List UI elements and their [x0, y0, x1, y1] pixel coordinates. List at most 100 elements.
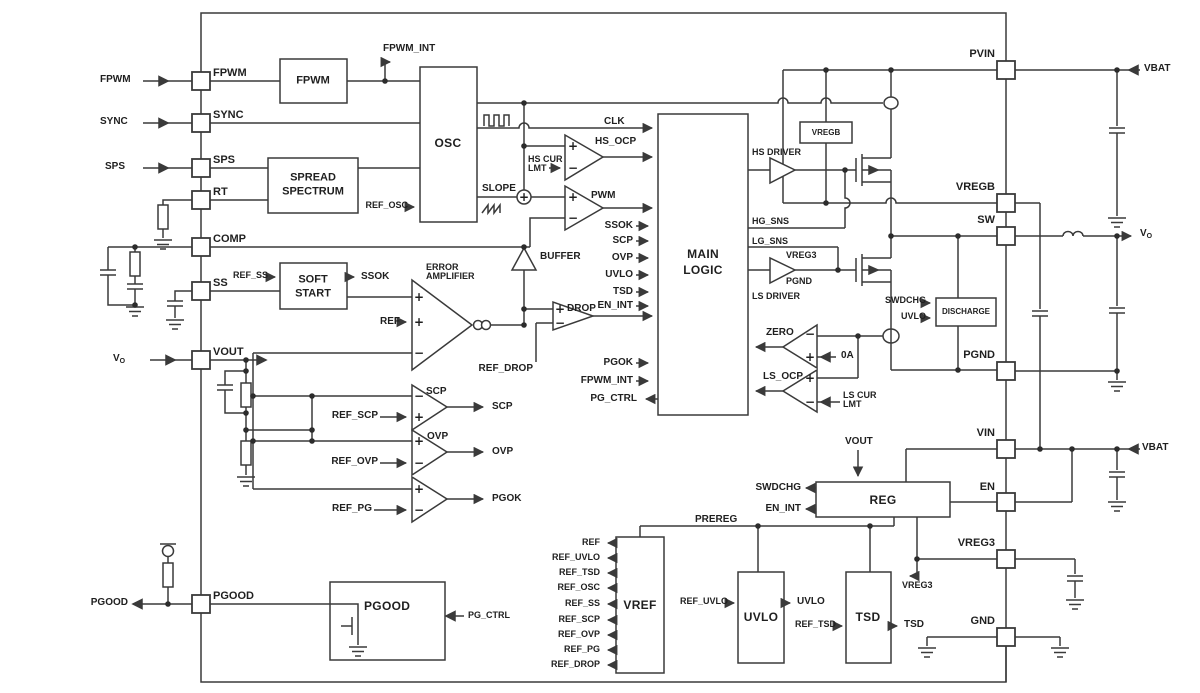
- hs-cur-lmt-label-2: LMT: [528, 163, 547, 173]
- control-loop-wiring: [210, 97, 883, 372]
- drop-minus: −: [554, 316, 566, 330]
- vref-out-ref-drop: REF_DROP: [550, 659, 600, 669]
- vref-out-ref-scp: REF_SCP: [558, 614, 600, 624]
- ml-en-int-label: EN_INT: [597, 300, 633, 311]
- vref-out-ref-pg: REF_PG: [563, 644, 600, 654]
- zero-label: ZERO: [766, 327, 794, 338]
- ls-cur-lmt-label-2: LMT: [843, 399, 862, 409]
- vref-out-ref-osc: REF_OSC: [557, 582, 600, 592]
- tsd-block-label: TSD: [855, 610, 881, 624]
- external-vbat-top-label: VBAT: [1144, 63, 1171, 74]
- power-stage-wiring: [748, 69, 997, 414]
- pin-label-pgnd: PGND: [963, 349, 995, 361]
- scp-minus: −: [413, 389, 425, 403]
- pgood-block-label: PGOOD: [364, 599, 411, 613]
- ovp-comparator: [411, 428, 449, 477]
- ml-fpwm-int-label: FPWM_INT: [580, 375, 633, 386]
- ml-tsd-label: TSD: [613, 286, 633, 297]
- external-sync-label: SYNC: [100, 116, 128, 127]
- hs-ocp-comparator: [564, 133, 605, 182]
- pwm-comparator: [564, 184, 605, 232]
- drop-label: DROP: [567, 303, 596, 314]
- reg-swdchg-label: SWDCHG: [755, 482, 801, 493]
- scp-out-label: SCP: [492, 401, 513, 412]
- feedback-wiring: [210, 352, 485, 524]
- external-vo-out-label: VO: [1140, 228, 1153, 241]
- hs-ocp-label: HS_OCP: [595, 136, 637, 147]
- ls-driver-vreg3-label: VREG3: [786, 250, 817, 260]
- buffer-amp: [510, 246, 538, 271]
- summing-plus-icon: +: [518, 190, 530, 204]
- erramp-minus: −: [413, 346, 425, 360]
- vref-out-ref: REF: [582, 537, 600, 547]
- reg-block: [815, 481, 951, 518]
- pgok-minus: −: [413, 503, 425, 517]
- pin-label-rt: RT: [213, 186, 228, 198]
- lg-sns-label: LG_SNS: [752, 236, 789, 246]
- zero-ref-0a-label: 0A: [841, 350, 854, 361]
- drop-plus: +: [554, 302, 566, 316]
- soft-start-label-2: START: [295, 287, 331, 300]
- pin-label-pvin: PVIN: [969, 48, 995, 60]
- ls-ocp-minus: −: [804, 395, 816, 409]
- ml-ssok-label: SSOK: [604, 220, 633, 231]
- pin-label-sync: SYNC: [213, 109, 244, 121]
- hs-cur-lmt-label-1: HS CUR: [528, 154, 563, 164]
- soft-start-label-1: SOFT: [298, 273, 328, 286]
- ref-pg-label: REF_PG: [331, 503, 372, 514]
- ml-pgok-label: PGOK: [603, 357, 633, 368]
- ref-label: REF: [380, 316, 400, 327]
- pin-vin: [996, 439, 1016, 459]
- pwm-label: PWM: [591, 190, 616, 201]
- vref-out-ref-tsd: REF_TSD: [558, 567, 600, 577]
- pin-label-vregb: VREGB: [955, 181, 995, 193]
- slope-label: SLOPE: [482, 183, 516, 194]
- vregb-block-label: VREGB: [811, 128, 841, 137]
- vref-out-ref-uvlo: REF_UVLO: [551, 552, 600, 562]
- external-vo-in-label: VO: [113, 353, 126, 366]
- hs-driver-label: HS DRIVER: [752, 147, 802, 157]
- pin-pgood: [191, 594, 211, 614]
- pin-label-sw: SW: [977, 214, 995, 226]
- hg-sns-label: HG_SNS: [752, 216, 790, 226]
- reg-block-label: REG: [869, 493, 897, 507]
- pwm-plus: +: [567, 190, 579, 204]
- ls-driver-amp: [769, 256, 797, 285]
- pin-pgnd: [996, 361, 1016, 381]
- pin-gnd: [996, 627, 1016, 647]
- pin-ss: [191, 281, 211, 301]
- fpwm-block-label: FPWM: [296, 74, 330, 87]
- zero-minus: −: [804, 327, 816, 341]
- pgok-out-label: PGOK: [492, 493, 522, 504]
- right-external-wiring: [917, 64, 1140, 682]
- zero-plus: +: [804, 350, 816, 364]
- chip-border: [200, 12, 1007, 683]
- ovp-comp-label: OVP: [427, 431, 449, 442]
- ml-uvlo-label: UVLO: [605, 269, 633, 280]
- discharge-block: [935, 297, 997, 327]
- ls-cur-lmt-label-1: LS CUR: [843, 390, 877, 400]
- external-sps-label: SPS: [105, 161, 126, 172]
- pin-vregb: [996, 193, 1016, 213]
- pin-vreg3: [996, 549, 1016, 569]
- pin-label-en: EN: [979, 481, 995, 493]
- ml-scp-label: SCP: [612, 235, 633, 246]
- sawtooth-icon: [481, 202, 501, 216]
- ovp-minus: −: [413, 456, 425, 470]
- error-amp-label-1: ERROR: [426, 262, 459, 272]
- clock-pulse-icon: [483, 114, 510, 127]
- vreg3-tap-label: VREG3: [902, 580, 933, 590]
- ovp-plus: +: [413, 434, 425, 448]
- fpwm-int-label: FPWM_INT: [383, 43, 436, 54]
- main-logic-label-1: MAIN: [687, 247, 719, 261]
- ls-driver-label: LS DRIVER: [752, 291, 801, 301]
- pgok-comparator: [411, 475, 449, 524]
- tsd-block: [845, 571, 892, 664]
- pin-label-pgood: PGOOD: [213, 590, 254, 602]
- vref-block: [615, 536, 665, 674]
- pg-ctrl-in-label: PG_CTRL: [468, 610, 511, 620]
- uvlo-block-label: UVLO: [743, 610, 779, 624]
- buffer-label: BUFFER: [540, 251, 581, 262]
- vref-out-ref-ss: REF_SS: [564, 598, 600, 608]
- main-logic-label-2: LOGIC: [683, 263, 723, 277]
